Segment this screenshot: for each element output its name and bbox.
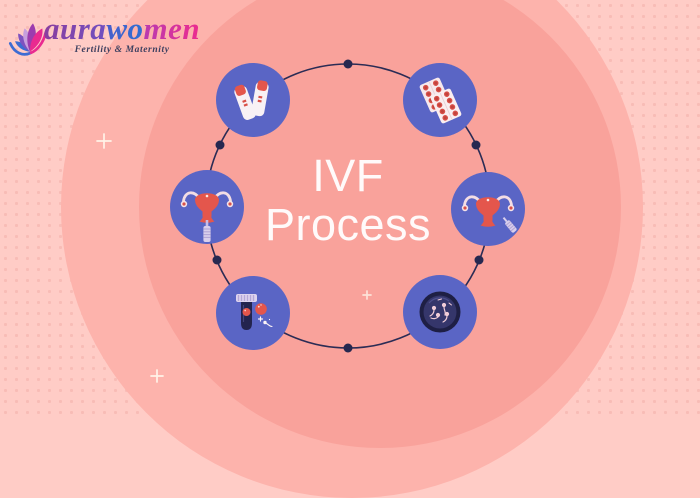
test-tube-fertilization-icon — [236, 294, 273, 330]
aurawomen-logo: aurawomen Fertility & Maternity — [6, 4, 200, 60]
brand-tagline: Fertility & Maternity — [74, 45, 170, 55]
step-fertilization — [216, 276, 290, 350]
ring-dot — [471, 140, 481, 150]
ring-dot — [215, 140, 225, 150]
probe-icon — [502, 216, 517, 233]
diagram-title-line2: Process — [264, 199, 432, 250]
uterus-embryo-transfer-icon — [180, 191, 234, 242]
brand-wordmark: aurawomen — [44, 13, 200, 44]
medication-blister-pack-icon — [419, 77, 462, 124]
lotus-petals-flower-icon — [8, 23, 47, 56]
sparkle-plus-icon — [362, 290, 372, 300]
step-sperm-collection — [403, 275, 477, 349]
ring-dot — [474, 255, 484, 265]
ring-dot — [212, 255, 222, 265]
catheter-icon — [203, 220, 211, 242]
step-pregnancy-test — [216, 63, 290, 137]
pregnancy-test-icon — [234, 80, 269, 120]
step-embryo-transfer — [170, 170, 244, 244]
step-ovarian-stimulation — [451, 172, 525, 246]
ring-dot — [343, 59, 353, 69]
process-ring-dots — [212, 59, 484, 353]
ring-dot — [343, 343, 353, 353]
brand-part-aura: aura — [44, 11, 107, 46]
icon-circle — [216, 276, 290, 350]
diagram-title: IVF Process — [265, 151, 431, 249]
brand-part-men: men — [143, 11, 201, 46]
step-medication — [403, 63, 477, 137]
diagram-title-line1: IVF — [312, 149, 384, 201]
sparkles — [96, 133, 372, 383]
uterus-ovarian-stimulation-icon — [461, 195, 517, 233]
brand-part-wo: wo — [106, 11, 144, 46]
icon-circle — [216, 63, 290, 137]
sparkle-plus-icon — [96, 133, 112, 149]
sperm-petri-dish-icon — [419, 291, 461, 333]
sparkle-plus-icon — [150, 369, 164, 383]
ivf-process-diagram — [96, 59, 525, 383]
